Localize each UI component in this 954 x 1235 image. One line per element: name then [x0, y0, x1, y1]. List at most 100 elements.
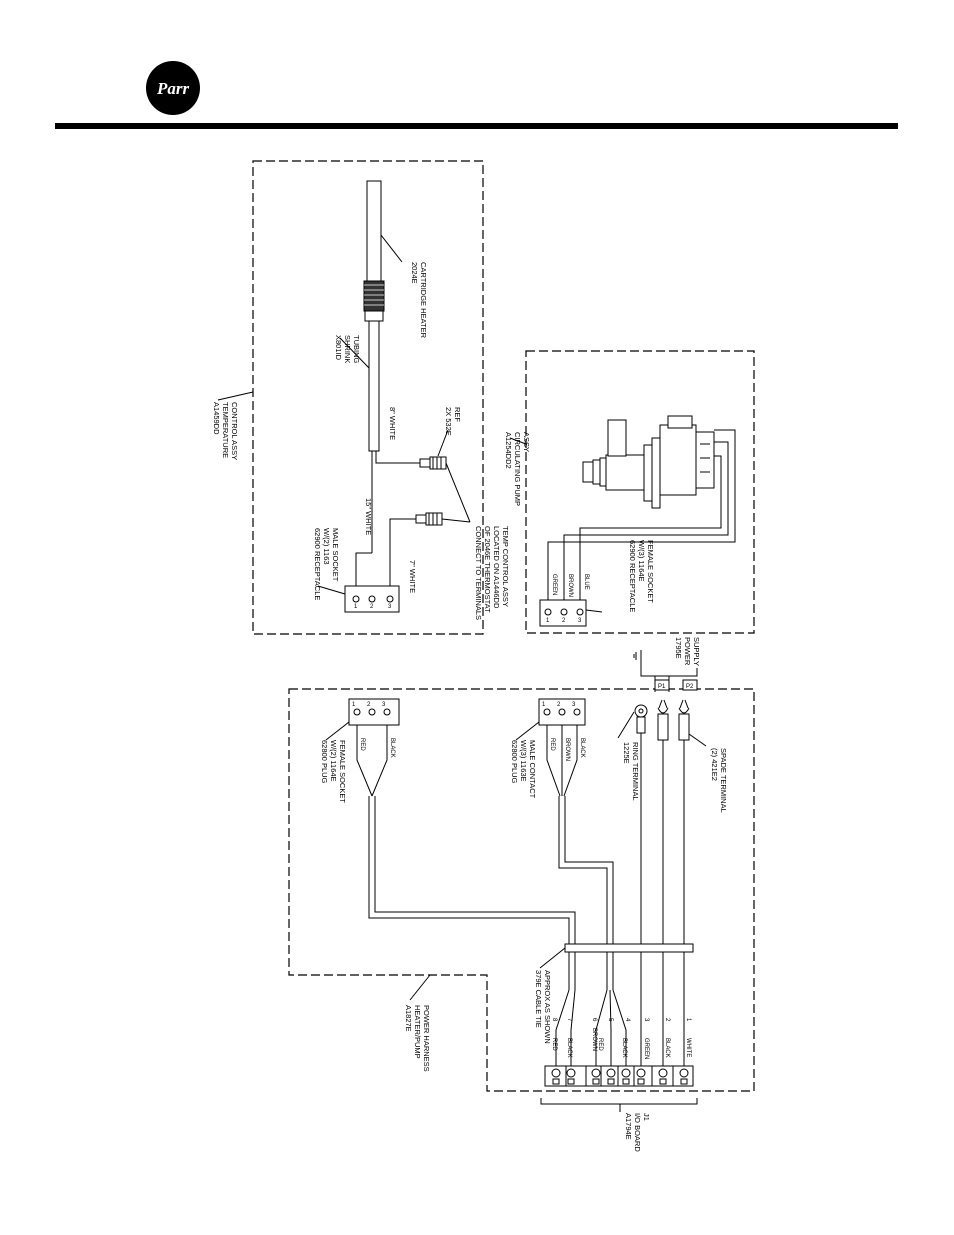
wire-pin: 8 [551, 1018, 557, 1022]
svg-text:TEMPERATURE: TEMPERATURE [221, 402, 230, 458]
plug-female-black: BLACK [389, 738, 395, 758]
svg-text:TUBING: TUBING [352, 335, 361, 364]
svg-text:CIRCULATING PUMP: CIRCULATING PUMP [513, 432, 522, 506]
wire-color: BLACK [621, 1038, 627, 1058]
label-power-harness: A1827E HEATER/PUMP POWER HARNESS [404, 1005, 431, 1072]
ring-terminal [634, 704, 648, 734]
power-supply-connectors: P1 P2 [633, 650, 698, 692]
svg-text:A1794E: A1794E [624, 1113, 633, 1140]
svg-text:1225E: 1225E [622, 742, 631, 764]
label-p2: P2 [686, 684, 694, 690]
svg-text:2X 532E: 2X 532E [444, 407, 453, 436]
pin-3: 3 [572, 702, 576, 708]
terminal-connector-1 [419, 456, 447, 470]
pump-wire-green: GREEN [551, 574, 557, 595]
header-rule [55, 123, 898, 129]
terminal-wire-labels: 8 RED 7 BLACK 6 BROWN 5 RED 4 BLACK 3 GR… [551, 1018, 691, 1059]
svg-text:MALE CONTACT: MALE CONTACT [528, 740, 537, 799]
svg-text:62800 PLUG: 62800 PLUG [320, 740, 329, 784]
svg-text:A1254DD2: A1254DD2 [504, 432, 513, 469]
pin-2: 2 [557, 702, 561, 708]
svg-text:CARTRIDGE HEATER: CARTRIDGE HEATER [419, 262, 428, 339]
circulating-pump [582, 415, 715, 509]
wire-pin: 3 [643, 1018, 649, 1022]
pin-2: 2 [562, 618, 566, 624]
cartridge-heater [363, 180, 385, 452]
label-connect-note: CONNECT TO TERMINALS OF 2046E THERMOSTAT… [474, 526, 510, 620]
pin-2: 2 [367, 702, 371, 708]
io-board-terminal-block [540, 1065, 698, 1112]
label-circulating-pump: A1254DD2 CIRCULATING PUMP ASSY [504, 432, 531, 506]
receptacle-female-socket: 1 2 3 [539, 599, 587, 627]
wire-pin: 4 [624, 1018, 630, 1022]
label-receptacle-female-socket: 62900 RECEPTACLE W/(3) 1164E FEMALE SOCK… [628, 540, 655, 612]
label-ring-terminal: 1225E RING TERMINAL [622, 742, 640, 801]
label-temp-control-assy: A1459DD TEMPERATURE CONTROL ASSY [212, 402, 239, 460]
pump-wire-blue: BLUE [583, 574, 589, 590]
svg-text:62800 PLUG: 62800 PLUG [510, 740, 519, 784]
logo-text: Parr [156, 79, 190, 98]
wire-color: WHITE [685, 1038, 691, 1057]
svg-text:X801ID: X801ID [334, 335, 343, 361]
parr-logo: Parr [146, 61, 200, 115]
svg-text:SHRINK: SHRINK [343, 335, 352, 363]
svg-text:379E CABLE TIE: 379E CABLE TIE [534, 970, 543, 1028]
label-8in-white: 8" WHITE [388, 407, 397, 440]
label-spade-terminal: (2) 421E2 SPADE TERMINAL [710, 748, 728, 813]
spade-terminal-1 [657, 699, 669, 741]
pin-1: 1 [542, 702, 546, 708]
pin-1: 1 [354, 604, 358, 610]
svg-text:A1827E: A1827E [404, 1005, 413, 1032]
wire-pin: 7 [566, 1018, 572, 1022]
wire-pin: 5 [607, 1018, 613, 1022]
cable-tie [564, 943, 694, 953]
svg-text:62900 RECEPTACLE: 62900 RECEPTACLE [628, 540, 637, 612]
svg-text:APPROX AS SHOWN: APPROX AS SHOWN [543, 970, 552, 1044]
wire-pin: 2 [664, 1018, 670, 1022]
svg-text:1795E: 1795E [674, 637, 683, 659]
label-receptacle-male-socket: 62900 RECEPTACLE W/(2) 1163 MALE SOCKET [313, 528, 340, 600]
wire-color: RED [551, 1038, 557, 1051]
svg-text:CONTROL ASSY: CONTROL ASSY [230, 402, 239, 460]
plug-male-red: RED [549, 738, 555, 751]
pump-wire-brown: BROWN [567, 574, 573, 597]
label-io-board: A1794E I/O BOARD J1 [624, 1113, 651, 1152]
svg-text:SUPPLY: SUPPLY [692, 637, 701, 666]
svg-text:I/O BOARD: I/O BOARD [633, 1113, 642, 1152]
label-cable-tie: 379E CABLE TIE APPROX AS SHOWN [534, 970, 552, 1044]
wire-pin: 6 [591, 1018, 597, 1022]
pin-1: 1 [352, 702, 356, 708]
label-shrink-tubing: X801ID SHRINK TUBING [334, 335, 361, 364]
receptacle-male-socket: 1 2 3 [344, 585, 400, 613]
label-p1: P1 [658, 684, 666, 690]
circulating-pump-assy-box [525, 350, 755, 634]
pin-3: 3 [382, 702, 386, 708]
svg-text:FEMALE SOCKET: FEMALE SOCKET [646, 540, 655, 603]
wire-color: BROWN [591, 1028, 597, 1051]
svg-text:OF 2046E THERMOSTAT: OF 2046E THERMOSTAT [483, 526, 492, 613]
svg-text:W/(3) 1163E: W/(3) 1163E [519, 740, 528, 782]
svg-text:CONNECT TO TERMINALS: CONNECT TO TERMINALS [474, 526, 483, 620]
wire-pin: 1 [685, 1018, 691, 1022]
label-plug-female-socket: 62800 PLUG W/(2) 1164E FEMALE SOCKET [320, 740, 347, 803]
pin-2: 2 [370, 604, 374, 610]
svg-text:A1459DD: A1459DD [212, 402, 221, 435]
svg-text:ASSY: ASSY [522, 432, 531, 452]
spade-terminal-2 [678, 699, 690, 741]
svg-text:W/(2) 1164E: W/(2) 1164E [329, 740, 338, 782]
power-harness-box [288, 688, 755, 1092]
plug-male-contact: 1 2 3 [538, 698, 586, 726]
wire-color: GREEN [643, 1038, 649, 1059]
svg-text:J1: J1 [642, 1113, 651, 1121]
svg-text:W/(2) 1163: W/(2) 1163 [322, 528, 331, 565]
svg-text:LOCATED ON A1446DD: LOCATED ON A1446DD [492, 526, 501, 609]
label-15in-white: 15" WHITE [364, 498, 373, 535]
svg-text:SPADE TERMINAL: SPADE TERMINAL [719, 748, 728, 813]
pin-3: 3 [578, 618, 582, 624]
svg-text:62900 RECEPTACLE: 62900 RECEPTACLE [313, 528, 322, 600]
label-power-supply: 1795E POWER SUPPLY [674, 637, 701, 666]
svg-text:2024E: 2024E [410, 262, 419, 284]
svg-text:POWER HARNESS: POWER HARNESS [422, 1005, 431, 1072]
svg-text:W/(3) 1164E: W/(3) 1164E [637, 540, 646, 582]
label-plug-male-contact: 62800 PLUG W/(3) 1163E MALE CONTACT [510, 740, 537, 799]
